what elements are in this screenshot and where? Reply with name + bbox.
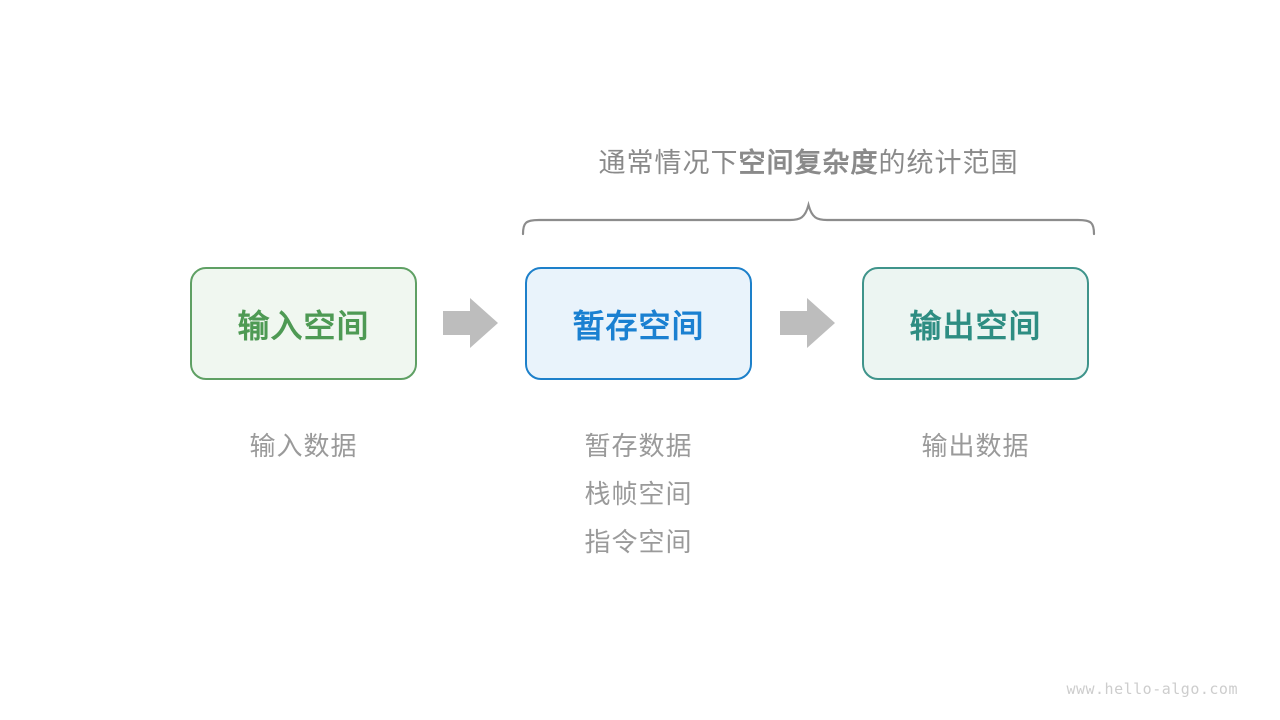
- box-input-space: 输入空间: [190, 267, 417, 380]
- sublabel-stack-frame-space: 栈帧空间: [584, 479, 693, 509]
- box-output-space: 输出空间: [862, 267, 1089, 380]
- box-output-space-label: 输出空间: [909, 307, 1042, 344]
- diagram-title: 通常情况下空间复杂度的统计范围: [522, 146, 1095, 180]
- title-bold-term: 空间复杂度: [738, 148, 879, 178]
- input-space-sublabels: 输入数据: [190, 422, 417, 470]
- sublabel-instruction-space: 指令空间: [584, 527, 693, 557]
- scope-brace-icon: [521, 200, 1096, 236]
- sublabel-output-data: 输出数据: [921, 431, 1030, 461]
- box-temp-space: 暂存空间: [525, 267, 752, 380]
- output-space-sublabels: 输出数据: [862, 422, 1089, 470]
- box-temp-space-label: 暂存空间: [572, 307, 705, 344]
- title-prefix: 通常情况下: [598, 148, 739, 178]
- arrow-right-icon: [443, 298, 498, 348]
- watermark: www.hello-algo.com: [1066, 680, 1238, 698]
- temp-space-sublabels: 暂存数据 栈帧空间 指令空间: [525, 422, 752, 566]
- sublabel-input-data: 输入数据: [249, 431, 358, 461]
- arrow-right-icon: [780, 298, 835, 348]
- sublabel-temp-data: 暂存数据: [584, 431, 693, 461]
- box-input-space-label: 输入空间: [237, 307, 370, 344]
- title-suffix: 的统计范围: [878, 148, 1019, 178]
